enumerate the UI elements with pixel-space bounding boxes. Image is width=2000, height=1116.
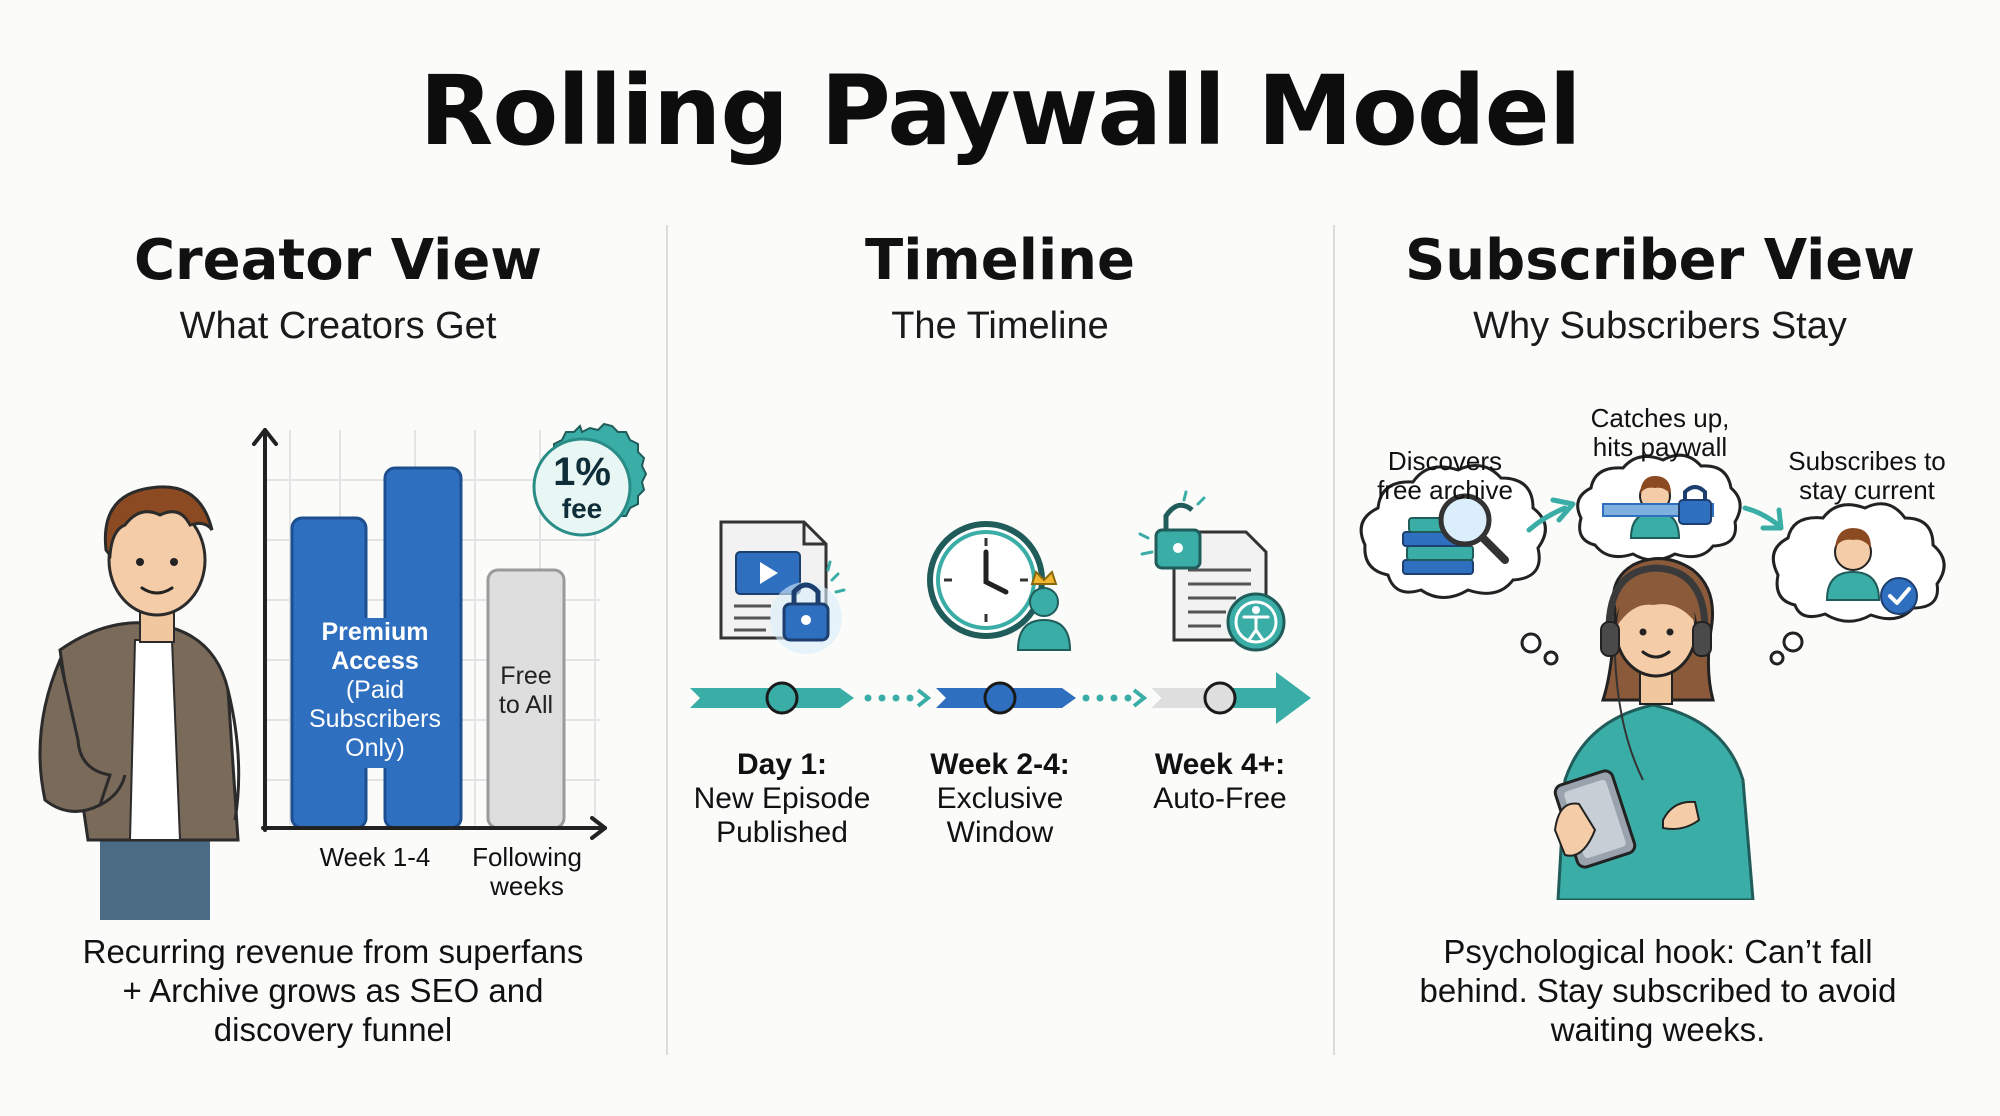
fee-badge-label: fee: [561, 493, 603, 524]
creator-caption-line-3: discovery funnel: [213, 1011, 453, 1048]
timeline-arrow-track: [690, 672, 1311, 724]
thought-2-line-1: Catches up,: [1590, 403, 1730, 433]
thought-1-line-2: free archive: [1377, 475, 1513, 505]
thought-label-subscribes: Subscribes to stay current: [1775, 447, 1959, 505]
timeline-step-week-2-4: Week 2-4: Exclusive Window: [880, 748, 1120, 850]
timeline-subheading: The Timeline: [891, 305, 1109, 347]
creator-chart-illustration: [38, 422, 648, 920]
fee-badge-percent: 1%: [553, 450, 611, 494]
free-label-line-1: Free: [500, 662, 552, 690]
thought-cloud-archive: [1359, 464, 1559, 666]
thought-label-catches-up: Catches up, hits paywall: [1575, 404, 1745, 462]
subscriber-caption-line-1: Psychological hook: Can’t fall: [1443, 933, 1873, 970]
free-label-line-2: to All: [498, 691, 554, 719]
timeline-step-1-line-2: Published: [716, 816, 848, 849]
timeline-heading: Timeline: [865, 228, 1135, 293]
timeline-step-2-line-1: Exclusive: [936, 782, 1064, 815]
subscriber-view-subheading: Why Subscribers Stay: [1473, 305, 1847, 347]
thought-2-line-2: hits paywall: [1592, 432, 1728, 462]
creator-person-illustration: [38, 485, 241, 920]
timeline-step-1-line-1: New Episode: [693, 782, 871, 815]
creator-view-subheading: What Creators Get: [179, 305, 497, 347]
flow-arrow-2: [1742, 505, 1784, 531]
column-divider-right: [1333, 225, 1335, 1055]
premium-label-line-3: (Paid: [345, 676, 405, 704]
premium-bar-bridge: [300, 618, 450, 768]
timeline-step-day-1: Day 1: New Episode Published: [662, 748, 902, 850]
thought-1-line-1: Discovers: [1387, 446, 1503, 476]
premium-label-line-1: Premium: [321, 618, 429, 646]
timeline-step-2-line-2: Window: [946, 816, 1054, 849]
subscriber-caption: Psychological hook: Can’t fall behind. S…: [1338, 932, 1978, 1049]
timeline-step-3-line-1: Auto-Free: [1153, 782, 1287, 815]
following-line-2: weeks: [490, 871, 564, 901]
thought-label-discovers: Discovers free archive: [1360, 447, 1530, 505]
subscriber-view-heading: Subscriber View: [1404, 228, 1916, 293]
x-label-following-weeks: Following weeks: [452, 843, 602, 901]
thought-3-line-2: stay current: [1799, 475, 1935, 505]
x-label-week-1-4: Week 1-4: [319, 842, 431, 872]
following-line-1: Following: [472, 842, 582, 872]
timeline-step-week-4-plus: Week 4+: Auto-Free: [1100, 748, 1340, 816]
premium-label-line-2: Access: [331, 647, 419, 675]
timeline-illustration: [690, 490, 1311, 724]
premium-label-line-4: Subscribers: [309, 705, 441, 733]
premium-bar-label: Premium Access (Paid Subscribers Only): [290, 618, 460, 763]
creator-view-heading: Creator View: [133, 228, 543, 293]
subscriber-caption-line-2: behind. Stay subscribed to avoid: [1419, 972, 1897, 1009]
free-bar-label: Free to All: [488, 662, 564, 720]
creator-caption-line-2: + Archive grows as SEO and: [122, 972, 544, 1009]
chart-axes: [252, 428, 607, 840]
flow-arrow-1: [1526, 497, 1576, 533]
thought-cloud-subscribe: [1769, 502, 1946, 666]
creator-caption-line-1: Recurring revenue from superfans: [82, 933, 584, 970]
clock-exclusive-icon: [927, 521, 1072, 651]
subscriber-illustration: [1359, 453, 1946, 900]
premium-label-line-5: Only): [345, 734, 405, 762]
subscriber-caption-line-3: waiting weeks.: [1550, 1011, 1766, 1048]
subscriber-person-illustration: [1553, 557, 1755, 900]
page-title: Rolling Paywall Model: [419, 55, 1581, 167]
timeline-step-1-title: Day 1:: [736, 748, 828, 781]
column-divider-left: [666, 225, 668, 1055]
video-document-lock-icon: [719, 520, 846, 654]
unlocked-document-icon: [1138, 490, 1286, 652]
timeline-step-2-title: Week 2-4:: [930, 748, 1070, 781]
timeline-step-3-title: Week 4+:: [1154, 748, 1286, 781]
thought-3-line-1: Subscribes to: [1788, 446, 1946, 476]
fee-badge: [532, 422, 648, 537]
creator-caption: Recurring revenue from superfans + Archi…: [13, 932, 653, 1049]
